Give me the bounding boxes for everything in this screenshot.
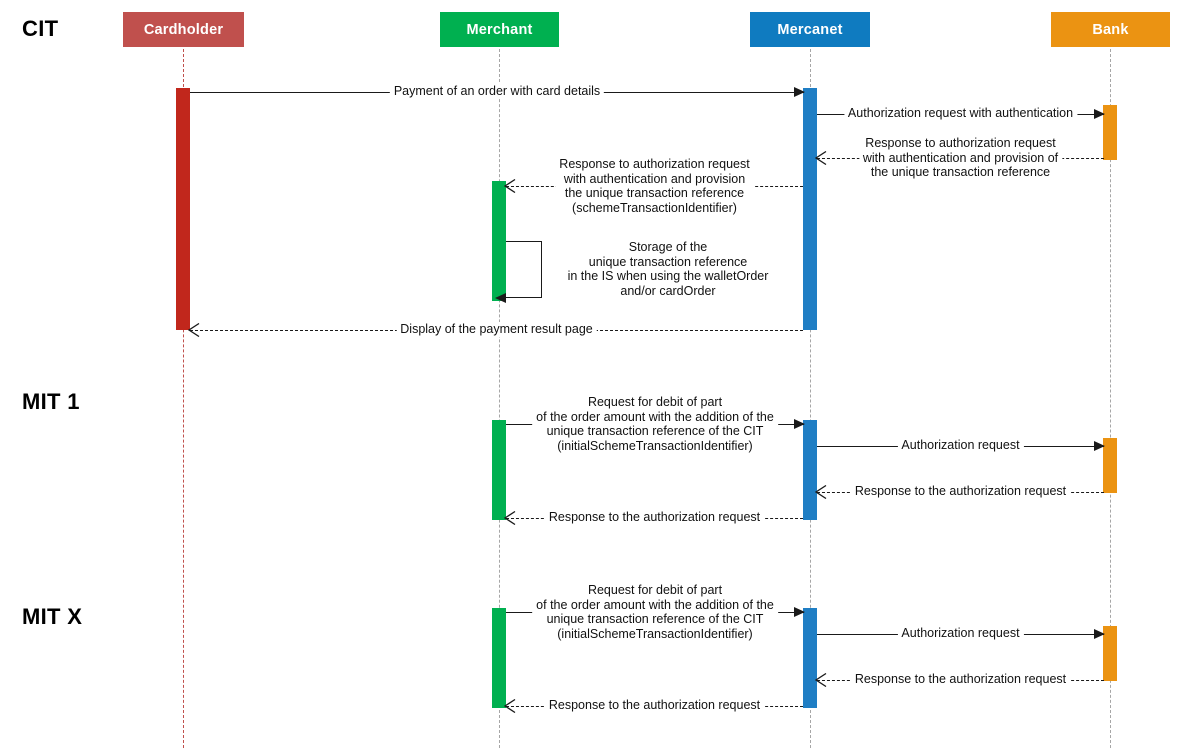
lifeline-bank bbox=[1110, 44, 1111, 748]
message-request-debit-part-mitx[interactable]: Request for debit of part of the order a… bbox=[506, 583, 805, 641]
message-label: Authorization request bbox=[897, 626, 1024, 641]
arrowhead-left-open-icon bbox=[504, 179, 516, 193]
self-message-label: Storage of the unique transaction refere… bbox=[567, 240, 769, 298]
participant-mercanet[interactable]: Mercanet bbox=[750, 12, 870, 47]
lifeline-merchant bbox=[499, 44, 500, 748]
phase-label-mit1: MIT 1 bbox=[22, 389, 80, 414]
participant-merchant[interactable]: Merchant bbox=[440, 12, 559, 47]
arrowhead-right-icon bbox=[794, 87, 805, 97]
message-label: Response to authorization request with a… bbox=[858, 136, 1063, 180]
message-response-auth-with-utr-bank[interactable]: Response to authorization request with a… bbox=[815, 136, 1104, 180]
message-authorization-request-with-authentication[interactable]: Authorization request with authenticatio… bbox=[817, 106, 1105, 121]
activation-merchant-cit bbox=[492, 181, 506, 301]
arrowhead-left-open-icon bbox=[815, 151, 827, 165]
activation-bank-mit1 bbox=[1103, 438, 1117, 493]
lifeline-mercanet bbox=[810, 44, 811, 748]
participant-bank[interactable]: Bank bbox=[1051, 12, 1170, 47]
message-label: Authorization request bbox=[897, 438, 1024, 453]
arrowhead-left-open-icon bbox=[815, 673, 827, 687]
arrowhead-left-open-icon bbox=[504, 699, 516, 713]
activation-cardholder-cit bbox=[176, 88, 190, 330]
message-response-auth-scheme-transaction-identifier[interactable]: Response to authorization request with a… bbox=[504, 157, 803, 215]
lifeline-cardholder bbox=[183, 44, 184, 748]
activation-mercanet-mitx bbox=[803, 608, 817, 708]
arrowhead-right-icon bbox=[1094, 109, 1105, 119]
message-label: Payment of an order with card details bbox=[389, 84, 605, 99]
message-display-payment-result-page[interactable]: Display of the payment result page bbox=[188, 322, 803, 337]
participant-cardholder-label: Cardholder bbox=[143, 21, 224, 38]
message-label: Response to authorization request with a… bbox=[555, 157, 754, 215]
participant-mercanet-label: Mercanet bbox=[777, 21, 843, 38]
arrowhead-left-icon bbox=[495, 292, 506, 303]
message-response-authorization-request-merchant-mit1[interactable]: Response to the authorization request bbox=[504, 510, 803, 525]
activation-bank-mitx bbox=[1103, 626, 1117, 681]
message-response-authorization-request-merchant-mitx[interactable]: Response to the authorization request bbox=[504, 698, 803, 713]
arrowhead-right-icon bbox=[1094, 441, 1105, 451]
message-payment-of-order[interactable]: Payment of an order with card details bbox=[190, 84, 805, 99]
message-authorization-request-mitx[interactable]: Authorization request bbox=[817, 626, 1105, 641]
self-message-storage-of-utr[interactable] bbox=[495, 241, 542, 303]
message-label: Request for debit of part of the order a… bbox=[532, 583, 778, 641]
phase-label-mitx: MIT X bbox=[22, 604, 83, 629]
message-request-debit-part-mit1[interactable]: Request for debit of part of the order a… bbox=[506, 395, 805, 453]
activation-bank-cit bbox=[1103, 105, 1117, 160]
message-authorization-request-mit1[interactable]: Authorization request bbox=[817, 438, 1105, 453]
message-label: Response to the authorization request bbox=[850, 484, 1071, 499]
participant-bank-label: Bank bbox=[1092, 21, 1129, 38]
participant-merchant-label: Merchant bbox=[466, 21, 533, 38]
activation-mercanet-cit bbox=[803, 88, 817, 330]
message-label: Response to the authorization request bbox=[544, 698, 765, 713]
activation-merchant-mit1 bbox=[492, 420, 506, 520]
arrowhead-right-icon bbox=[794, 607, 805, 617]
message-label: Request for debit of part of the order a… bbox=[532, 395, 778, 453]
message-label: Authorization request with authenticatio… bbox=[843, 106, 1078, 121]
arrowhead-left-open-icon bbox=[188, 323, 200, 337]
arrowhead-left-open-icon bbox=[815, 485, 827, 499]
arrowhead-right-icon bbox=[794, 419, 805, 429]
message-label: Display of the payment result page bbox=[396, 322, 597, 337]
arrowhead-left-open-icon bbox=[504, 511, 516, 525]
activation-mercanet-mit1 bbox=[803, 420, 817, 520]
message-response-authorization-request-bank-mit1[interactable]: Response to the authorization request bbox=[815, 484, 1104, 499]
message-response-authorization-request-bank-mitx[interactable]: Response to the authorization request bbox=[815, 672, 1104, 687]
phase-label-cit: CIT bbox=[22, 16, 59, 41]
arrowhead-right-icon bbox=[1094, 629, 1105, 639]
message-label: Response to the authorization request bbox=[544, 510, 765, 525]
activation-merchant-mitx bbox=[492, 608, 506, 708]
participant-cardholder[interactable]: Cardholder bbox=[123, 12, 244, 47]
message-label: Response to the authorization request bbox=[850, 672, 1071, 687]
